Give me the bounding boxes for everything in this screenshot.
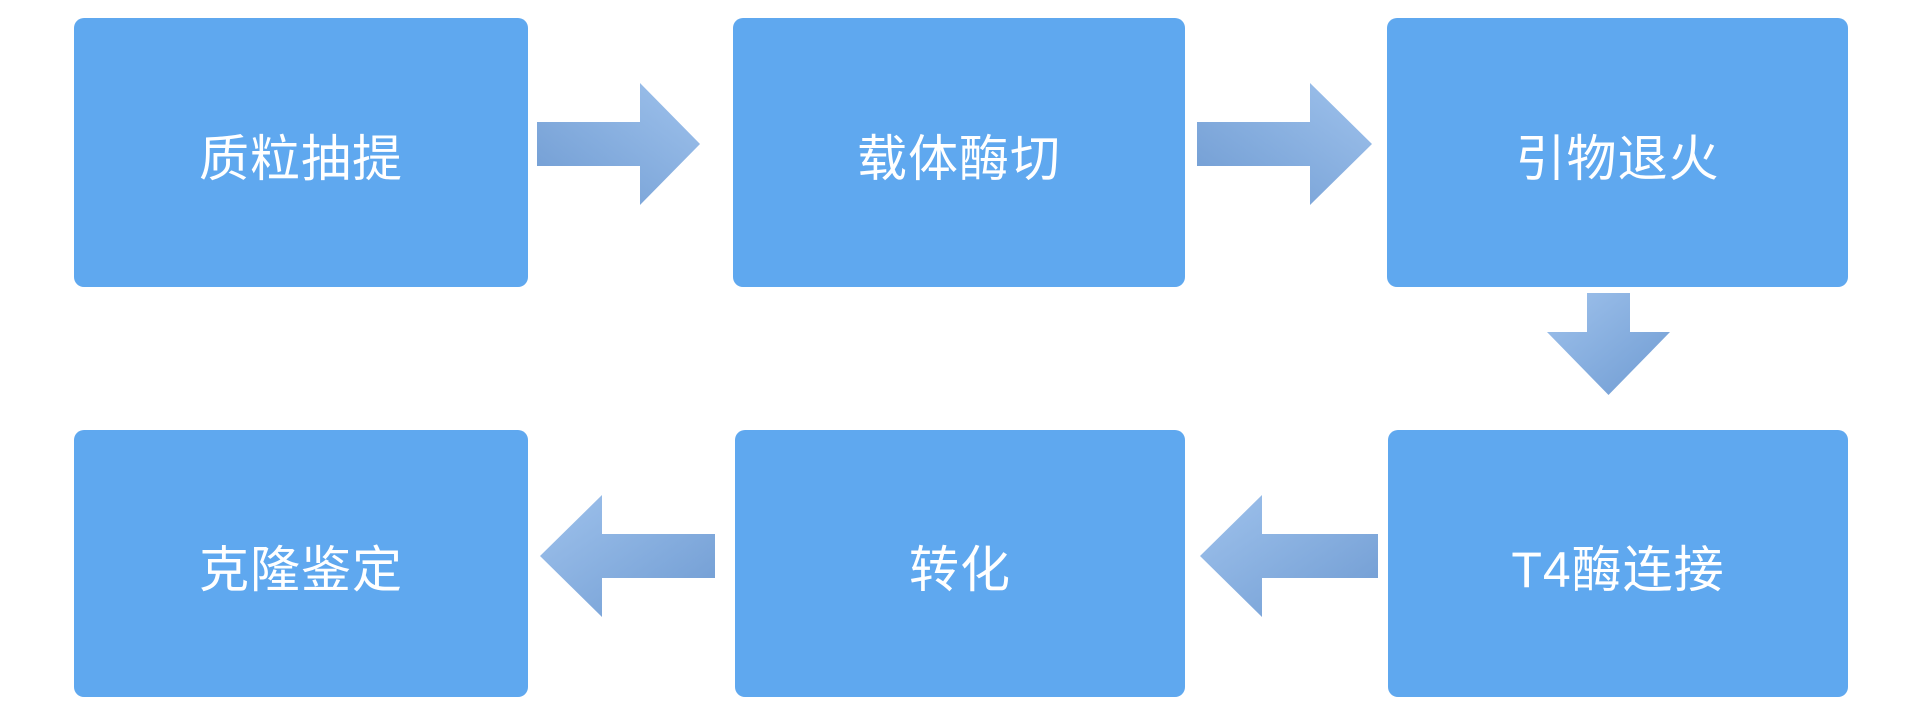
flow-step-plasmid-extraction: 质粒抽提 <box>74 18 528 287</box>
arrow-right-icon <box>537 83 700 205</box>
flow-step-clone-identification: 克隆鉴定 <box>74 430 528 697</box>
arrow-left-icon <box>1200 495 1378 617</box>
flow-step-vector-digestion: 载体酶切 <box>733 18 1185 287</box>
flow-step-label: 引物退火 <box>1515 130 1720 187</box>
flow-step-t4-ligation: T4酶连接 <box>1388 430 1848 697</box>
flow-step-label: 转化 <box>909 541 1011 598</box>
arrow-right-icon <box>1197 83 1372 205</box>
flow-step-label: 克隆鉴定 <box>199 541 403 598</box>
flow-step-transformation: 转化 <box>735 430 1185 697</box>
flow-step-label: 载体酶切 <box>857 130 1061 187</box>
flow-step-primer-annealing: 引物退火 <box>1387 18 1848 287</box>
flow-step-label: T4酶连接 <box>1511 541 1725 598</box>
arrow-down-icon <box>1547 293 1670 395</box>
arrow-left-icon <box>540 495 715 617</box>
flow-step-label: 质粒抽提 <box>199 130 403 187</box>
